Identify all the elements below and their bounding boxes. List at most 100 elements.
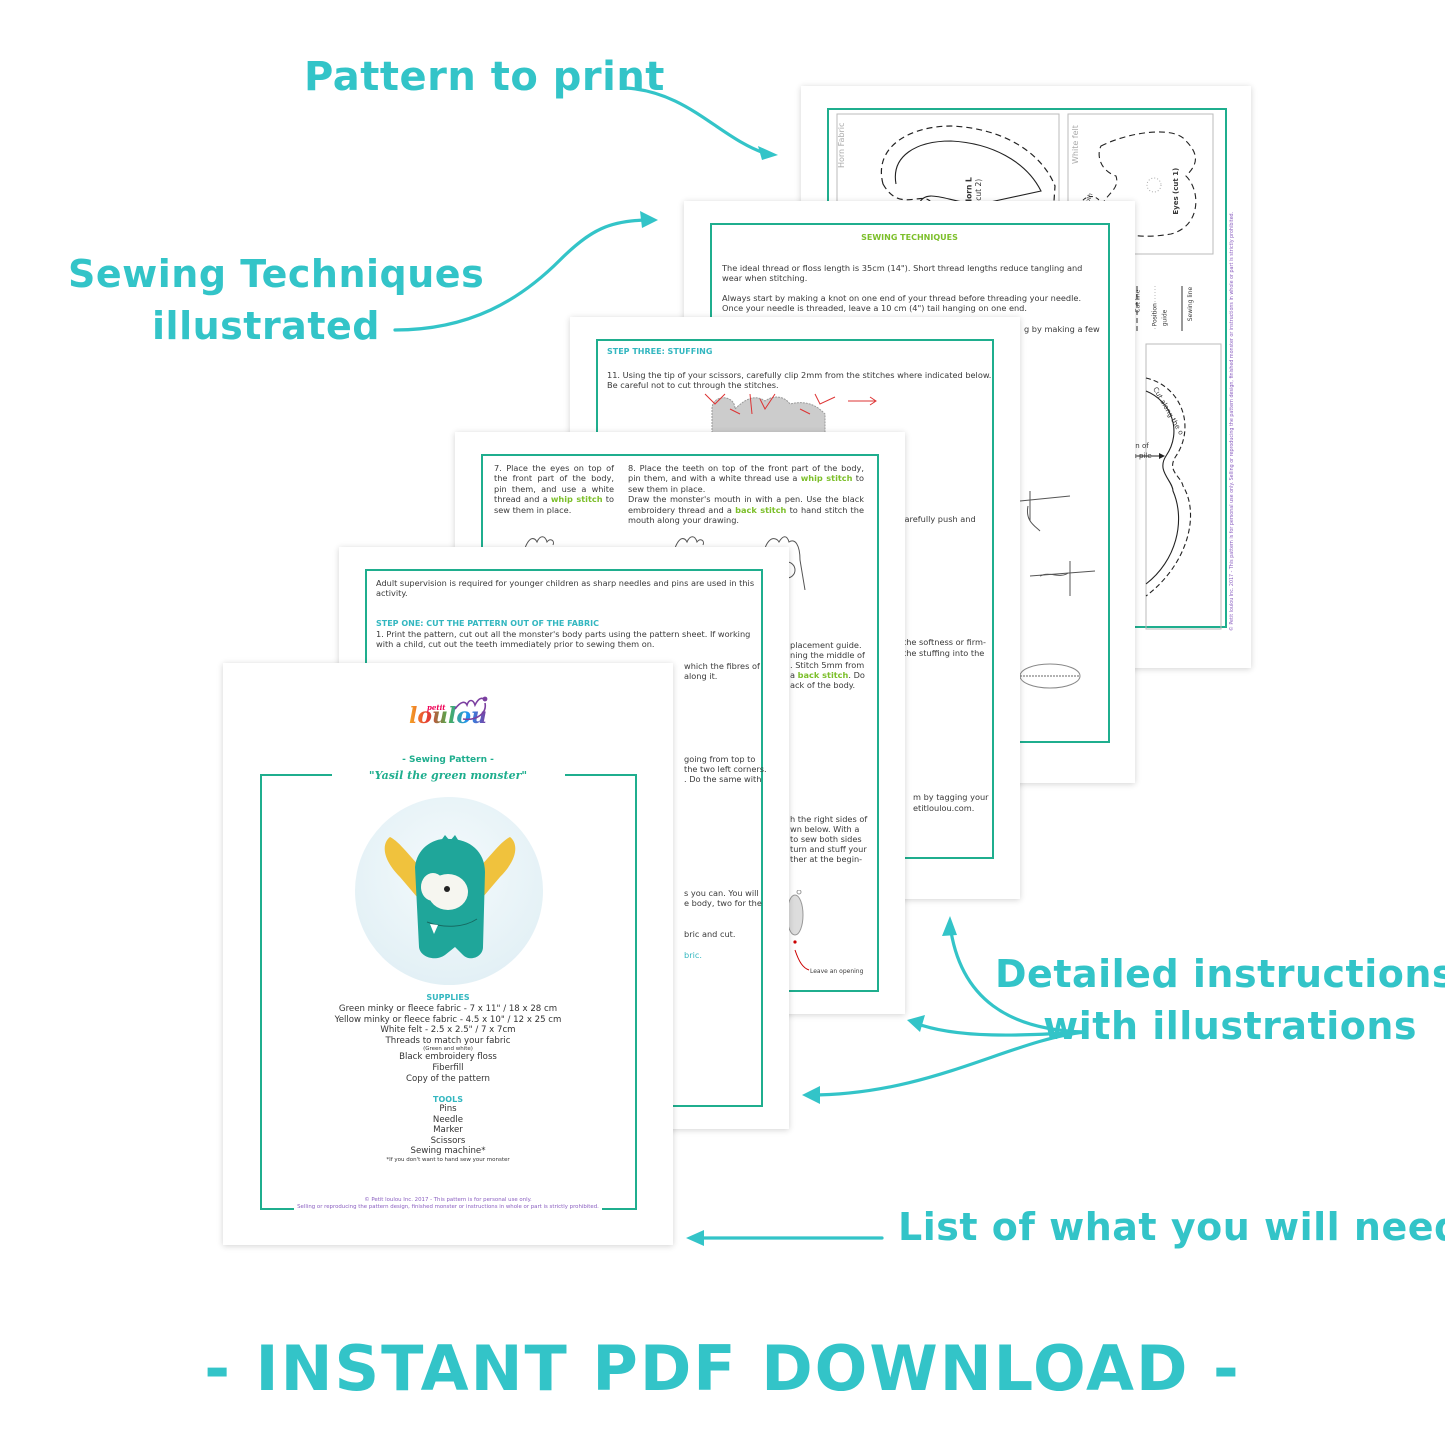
stuffing-fragment2b: the stuffing into the: [903, 648, 985, 658]
callout-sewing-techniques: Sewing Techniques illustrated: [68, 248, 485, 352]
stuffing-step11b: Be careful not to cut through the stitch…: [607, 380, 779, 390]
legend-position-guide: Position guide: [1151, 303, 1169, 327]
supply-note: (Green and white): [423, 1046, 473, 1053]
cover-footer-line1: © Petit loulou Inc. 2017 - This pattern …: [364, 1197, 532, 1203]
eyes-frag-a3: . Stitch 5mm from: [790, 660, 865, 670]
cover-title: "Yasil the green monster": [368, 769, 528, 782]
logo-wordmark: loulou: [408, 703, 488, 729]
stuffing-fragment1: carefully push and: [900, 514, 976, 524]
monster-photo: [355, 797, 543, 985]
callout-pattern-to-print: Pattern to print: [304, 54, 665, 100]
pattern-side-footer: © Petit loulou Inc. 2017 - This pattern …: [1230, 211, 1235, 631]
supplies-section: SUPPLIES Green minky or fleece fabric - …: [223, 993, 673, 1084]
cut-intro: Adult supervision is required for younge…: [376, 578, 755, 599]
instant-pdf-download-banner: - INSTANT PDF DOWNLOAD -: [204, 1332, 1241, 1405]
callout-list-needed: List of what you will need: [898, 1205, 1445, 1249]
cut-frag4: the two left corners.: [684, 764, 767, 774]
label-fabric-pile-2: ic pile: [1131, 452, 1152, 460]
arrowhead-icon: [942, 916, 957, 936]
arrowhead-icon: [640, 211, 658, 228]
techniques-heading: SEWING TECHNIQUES: [861, 233, 958, 242]
supply-item: Fiberfill: [432, 1062, 464, 1073]
cut-frag6: s you can. You will: [684, 888, 759, 898]
tool-item: Sewing machine*: [410, 1146, 486, 1157]
back-stitch-link[interactable]: back stitch: [735, 504, 787, 515]
tools-heading: TOOLS: [433, 1095, 463, 1104]
stuffing-fragment2a: the softness or firm-: [903, 637, 986, 647]
eyes-frag-b1: h the right sides of: [790, 814, 868, 824]
supply-item: White felt - 2.5 x 2.5" / 7 x 7cm: [380, 1025, 516, 1036]
callout-detailed-line1: Detailed instructions: [995, 952, 1445, 996]
leave-opening-label: Leave an opening: [810, 968, 864, 975]
legend-sewing-line: Sewing line: [1186, 286, 1194, 322]
cut-heading: STEP ONE: CUT THE PATTERN OUT OF THE FAB…: [376, 619, 600, 628]
tools-note: *If you don't want to hand sew your mons…: [386, 1156, 510, 1163]
tools-list: Pins Needle Marker Scissors Sewing machi…: [223, 1104, 673, 1163]
cut-frag5: . Do the same with: [684, 774, 762, 784]
stitch-illustrations: [1020, 491, 1096, 689]
tool-item: Scissors: [430, 1135, 466, 1146]
techniques-para3-fragment: g by making a few: [1024, 324, 1100, 334]
callout-sewing-techniques-line2: illustrated: [152, 304, 380, 348]
arrowhead-icon: [758, 146, 778, 160]
cut-frag7: e body, two for the: [684, 898, 762, 908]
stuffing-step11a: 11. Using the tip of your scissors, care…: [607, 370, 992, 380]
supplies-list: Green minky or fleece fabric - 7 x 11" /…: [223, 1004, 673, 1084]
supply-item: Yellow minky or fleece fabric - 4.5 x 10…: [334, 1014, 562, 1025]
tools-section: TOOLS Pins Needle Marker Scissors Sewing…: [223, 1095, 673, 1163]
whip-stitch-link[interactable]: whip stitch: [800, 473, 853, 484]
cut-frag9: bric.: [684, 950, 702, 960]
techniques-para2a: Always start by making a knot on one end…: [722, 293, 1082, 303]
cover-footer-line2: Selling or reproducing the pattern desig…: [294, 1204, 602, 1212]
tool-item: Pins: [439, 1104, 457, 1114]
stuffing-heading: STEP THREE: STUFFING: [607, 347, 713, 356]
cover-subtitle: - Sewing Pattern -: [402, 755, 494, 765]
supplies-heading: SUPPLIES: [426, 993, 470, 1002]
eyes-frag-a5: ack of the body.: [790, 680, 856, 690]
eyes-frag-a4: a back stitch. Do: [790, 670, 865, 680]
back-stitch-link[interactable]: back stitch: [797, 670, 849, 680]
tool-item: Marker: [433, 1125, 463, 1136]
step7-text: 7. Place the eyes on top of the front pa…: [494, 463, 614, 515]
petit-loulou-logo: petit loulou: [223, 696, 673, 729]
techniques-para1: The ideal thread or floss length is 35cm…: [722, 263, 1083, 284]
cut-frag8: bric and cut.: [684, 929, 736, 939]
callout-detailed-line2: with illustrations: [1043, 1004, 1417, 1048]
label-horn-fabric: Horn Fabric: [837, 122, 846, 168]
cover-footer: © Petit loulou Inc. 2017 - This pattern …: [223, 1197, 673, 1212]
supply-item: Green minky or fleece fabric - 7 x 11" /…: [338, 1004, 558, 1014]
opening-illustration: [787, 890, 810, 971]
eyes-frag-b3: to sew both sides: [790, 834, 862, 844]
label-eyes: Eyes (cut 1): [1172, 167, 1181, 215]
label-horn-cut: (cut 2): [974, 178, 984, 204]
crown-icon: [454, 696, 488, 721]
label-fabric-pile-1: on of: [1131, 442, 1149, 450]
step8-text: 8. Place the teeth on top of the front p…: [628, 463, 864, 526]
callout-sewing-techniques-line1: Sewing Techniques: [68, 252, 485, 296]
eyes-frag-b4: turn and stuff your: [790, 844, 867, 854]
arrowhead-icon: [907, 1015, 925, 1032]
cut-frag3: going from top to: [684, 754, 756, 764]
label-white-felt: White felt: [1071, 125, 1080, 164]
eyes-frag-b2: wn below. With a: [790, 824, 860, 834]
eyes-frag-a1: placement guide.: [790, 640, 862, 650]
stuffing-fragment3a: m by tagging your: [913, 792, 989, 802]
clip-illustration: [704, 393, 877, 439]
supply-item: Black embroidery floss: [399, 1052, 497, 1063]
arrowhead-icon: [686, 1230, 704, 1246]
monster-illustration: [384, 835, 516, 959]
tool-item: Needle: [432, 1114, 464, 1125]
page-cover: petit loulou - Sewing Pattern - "Yasil t…: [223, 663, 673, 1245]
cut-frag2: along it.: [684, 671, 718, 681]
supply-item: Copy of the pattern: [406, 1073, 490, 1084]
eyes-frag-a2: ning the middle of: [790, 650, 865, 660]
eyes-frag-b5: ther at the begin-: [790, 854, 863, 864]
techniques-para2b: Once your needle is threaded, leave a 10…: [722, 303, 1027, 313]
cut-frag1: which the fibres of: [684, 661, 760, 671]
callout-detailed-instructions: Detailed instructions with illustrations: [995, 948, 1445, 1052]
whip-stitch-link[interactable]: whip stitch: [550, 494, 603, 505]
cut-step1: 1. Print the pattern, cut out all the mo…: [376, 629, 751, 650]
supply-item: Threads to match your fabric: [385, 1035, 511, 1046]
stuffing-fragment3b: etitloulou.com.: [913, 803, 975, 813]
arrowhead-icon: [802, 1086, 820, 1104]
